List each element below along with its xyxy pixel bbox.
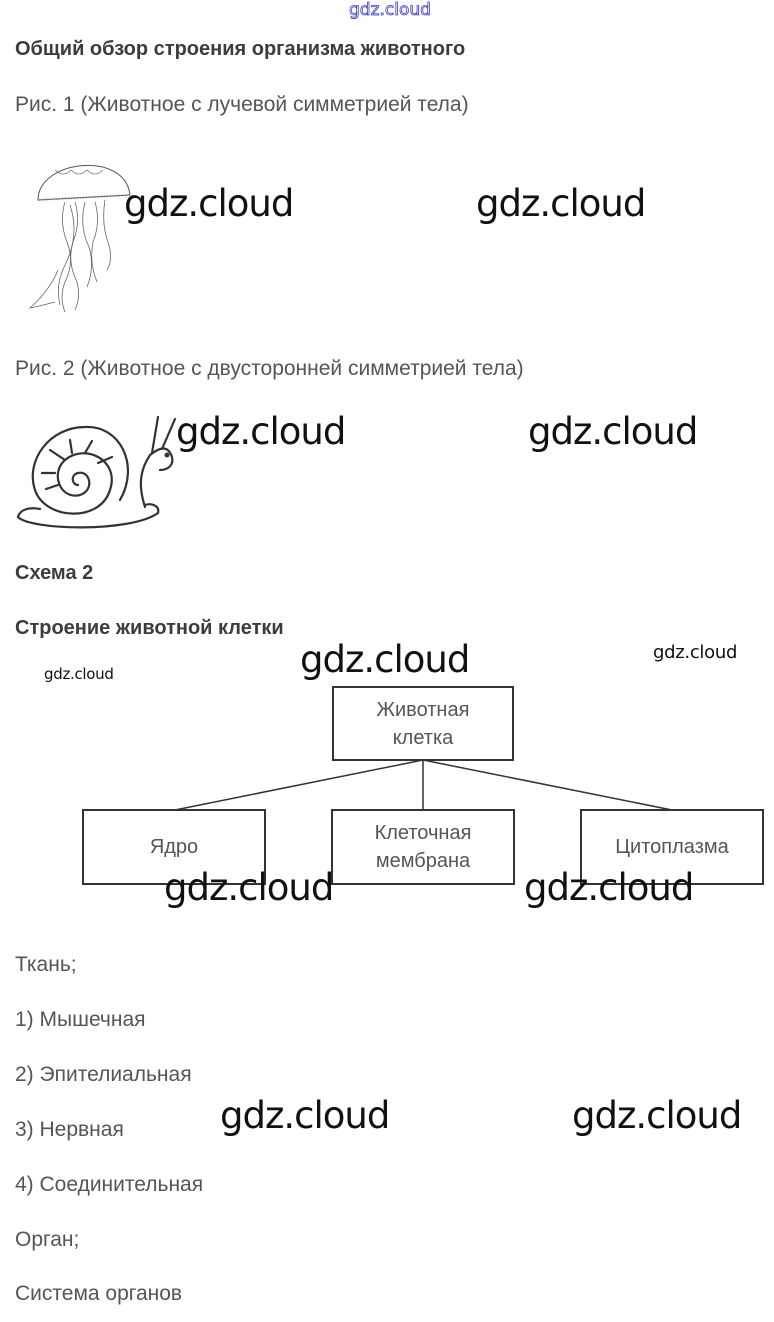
- diagram-root-node: Животная клетка: [332, 686, 514, 761]
- watermark: gdz.cloud: [528, 410, 698, 453]
- root-line: Животная: [376, 698, 470, 721]
- figure-1-caption: Рис. 1 (Животное с лучевой симметрией те…: [15, 93, 469, 116]
- watermark: gdz.cloud: [476, 182, 646, 225]
- scheme-title: Строение животной клетки: [15, 617, 284, 639]
- watermark: gdz.cloud: [572, 1094, 742, 1137]
- watermark: gdz.cloud: [220, 1094, 390, 1137]
- tissue-label: Ткань;: [15, 953, 77, 976]
- tissue-item: 2) Эпителиальная: [15, 1063, 192, 1086]
- tissue-item: 1) Мышечная: [15, 1008, 146, 1031]
- diagram-node-membrane: Клеточная мембрана: [331, 809, 515, 885]
- scheme-label: Схема 2: [15, 562, 94, 584]
- watermark: gdz.cloud: [524, 866, 694, 909]
- watermark: gdz.cloud: [164, 866, 334, 909]
- organ-label: Орган;: [15, 1228, 80, 1251]
- figure-2-caption: Рис. 2 (Животное с двусторонней симметри…: [15, 357, 524, 380]
- watermark: gdz.cloud: [300, 638, 470, 681]
- diagram-node-nucleus: Ядро: [82, 809, 266, 885]
- watermark: gdz.cloud: [653, 642, 738, 663]
- watermark: gdz.cloud: [176, 410, 346, 453]
- node-line: Цитоплазма: [615, 836, 729, 858]
- root-line: клетка: [392, 726, 454, 749]
- watermark: gdz.cloud: [44, 665, 114, 683]
- node-line: мембрана: [375, 850, 471, 872]
- page-title: Общий обзор строения организма животного: [15, 38, 466, 60]
- snail-icon: [16, 415, 177, 529]
- node-line: Ядро: [149, 836, 199, 858]
- diagram-node-cytoplasm: Цитоплазма: [580, 809, 764, 885]
- watermark: gdz.cloud: [124, 182, 294, 225]
- node-line: Клеточная: [374, 822, 472, 844]
- tissue-item: 4) Соединительная: [15, 1173, 204, 1196]
- top-watermark: gdz.cloud: [349, 0, 432, 20]
- jellyfish-icon: [28, 164, 131, 313]
- organ-system-label: Система органов: [15, 1282, 183, 1305]
- tissue-item: 3) Нервная: [15, 1118, 124, 1141]
